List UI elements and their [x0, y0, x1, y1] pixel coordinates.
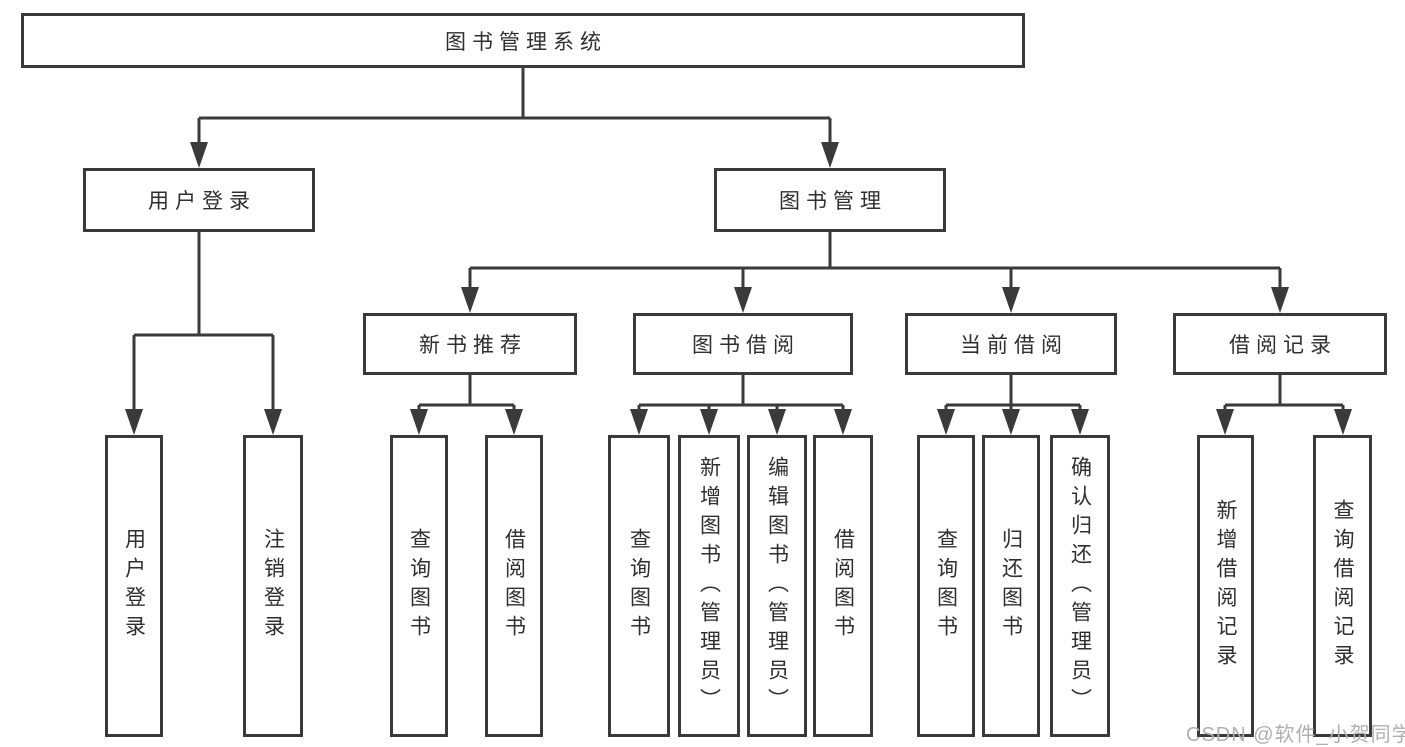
leaf-user-login: 用户登录 — [105, 435, 163, 737]
leaf-borrow-books-2: 借阅图书 — [813, 435, 873, 737]
leaf-edit-books-admin-label: 编辑图书（管理员） — [765, 455, 789, 717]
leaf-query-books-3-label: 查询图书 — [934, 528, 958, 644]
leaf-query-books-1-label: 查询图书 — [407, 528, 431, 644]
leaf-add-borrow-record-label: 新增借阅记录 — [1214, 499, 1238, 673]
csdn-watermark: CSDN @软件_小贺同学 — [1186, 724, 1405, 746]
leaf-confirm-return-admin: 确认归还（管理员） — [1050, 435, 1110, 737]
node-book-management: 图书管理 — [714, 168, 946, 232]
node-book-borrow-label: 图书借阅 — [692, 334, 800, 357]
leaf-borrow-books-1: 借阅图书 — [485, 435, 543, 737]
leaf-add-books-admin: 新增图书（管理员） — [678, 435, 740, 737]
node-user-login-label: 用户登录 — [148, 190, 256, 213]
leaf-query-books-3: 查询图书 — [917, 435, 975, 737]
leaf-logout: 注销登录 — [243, 435, 303, 737]
leaf-query-borrow-record: 查询借阅记录 — [1313, 435, 1372, 737]
node-root-label: 图书管理系统 — [445, 30, 607, 54]
leaf-query-books-2-label: 查询图书 — [627, 528, 651, 644]
node-current-borrow-label: 当前借阅 — [960, 334, 1068, 357]
node-new-book-recommend: 新书推荐 — [363, 313, 577, 375]
leaf-add-borrow-record: 新增借阅记录 — [1197, 435, 1254, 737]
leaf-query-borrow-record-label: 查询借阅记录 — [1331, 499, 1355, 673]
node-root-system: 图书管理系统 — [21, 13, 1025, 68]
leaf-return-books-label: 归还图书 — [999, 528, 1023, 644]
leaf-query-books-2: 查询图书 — [608, 435, 670, 737]
leaf-edit-books-admin: 编辑图书（管理员） — [747, 435, 807, 737]
leaf-return-books: 归还图书 — [982, 435, 1040, 737]
arrowhead-icons — [125, 142, 1352, 435]
leaf-logout-label: 注销登录 — [261, 528, 285, 644]
node-new-book-recommend-label: 新书推荐 — [419, 334, 527, 357]
node-book-management-label: 图书管理 — [779, 190, 887, 213]
leaf-borrow-books-1-label: 借阅图书 — [502, 528, 526, 644]
leaf-user-login-label: 用户登录 — [122, 528, 146, 644]
node-book-borrow: 图书借阅 — [633, 313, 853, 375]
node-borrow-records-label: 借阅记录 — [1229, 334, 1337, 357]
node-user-login: 用户登录 — [83, 168, 315, 232]
node-current-borrow: 当前借阅 — [905, 313, 1117, 375]
leaf-query-books-1: 查询图书 — [390, 435, 448, 737]
leaf-borrow-books-2-label: 借阅图书 — [831, 528, 855, 644]
leaf-confirm-return-admin-label: 确认归还（管理员） — [1068, 455, 1092, 717]
node-borrow-records: 借阅记录 — [1173, 313, 1387, 375]
leaf-add-books-admin-label: 新增图书（管理员） — [697, 455, 721, 717]
